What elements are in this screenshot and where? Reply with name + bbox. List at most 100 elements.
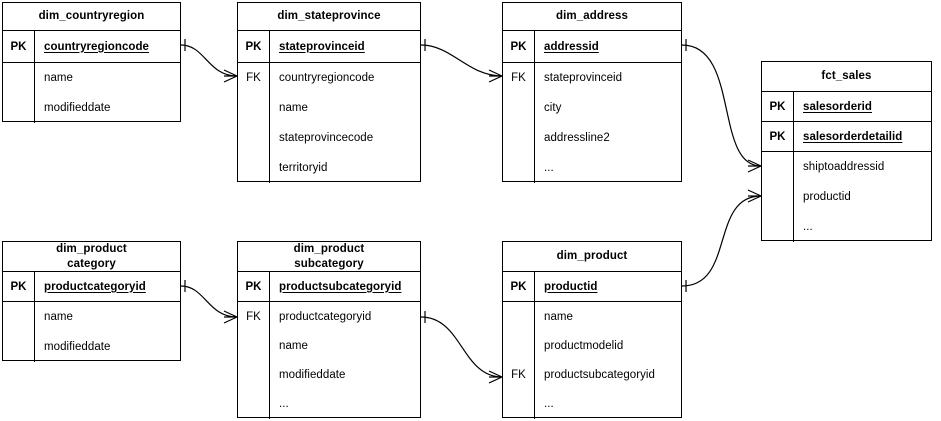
attribute-name: ... (544, 162, 554, 174)
entity-title: dim_product (503, 242, 681, 272)
key-column (3, 63, 35, 123)
key-column (762, 152, 794, 242)
key-column: FK (238, 302, 270, 419)
relationship-line (420, 44, 503, 77)
attribute-name: name (44, 72, 73, 84)
key-badge (503, 390, 534, 419)
cardinality-many-marker (223, 310, 238, 324)
relationship-line (180, 285, 238, 318)
attribute-name: stateprovinceid (279, 40, 365, 53)
key-badge (762, 152, 793, 182)
attribute-name: productmodelid (544, 339, 624, 352)
key-badge: FK (511, 369, 526, 382)
cardinality-many-marker (488, 69, 503, 83)
key-badge (238, 93, 269, 123)
attribute-name: modifieddate (279, 369, 346, 382)
attribute-name: addressline2 (544, 132, 610, 144)
key-badge: PK (503, 31, 535, 62)
attribute-name: name (279, 102, 308, 114)
relationship-productcategory-to-subcategory (180, 280, 238, 324)
entity-title: dim_address (503, 3, 681, 31)
entity-title: dim_product category (3, 242, 180, 272)
key-badge (238, 153, 269, 183)
key-badge (3, 93, 34, 123)
relationship-countryregion-to-stateprovince (180, 39, 238, 83)
attribute-name: name (279, 339, 308, 352)
key-badge: PK (503, 272, 535, 301)
key-badge (238, 390, 269, 419)
key-badge (503, 331, 534, 360)
key-badge: PK (3, 31, 35, 62)
key-badge (762, 182, 793, 212)
attribute-name: city (544, 102, 562, 114)
attribute-name: modifieddate (44, 102, 111, 114)
relationship-address-to-fctsales (681, 39, 762, 173)
entity-title: dim_stateprovince (238, 3, 420, 31)
key-badge (3, 63, 34, 93)
relationship-line (420, 316, 503, 378)
key-badge: PK (762, 92, 794, 121)
key-badge (238, 361, 269, 390)
attribute-name: ... (279, 398, 289, 411)
relationship-product-to-fctsales (681, 189, 762, 292)
key-badge (503, 153, 534, 183)
attribute-name: name (44, 311, 73, 323)
key-column: FK (503, 302, 535, 419)
relationship-line (681, 195, 762, 287)
key-badge: PK (3, 272, 35, 301)
attribute-row-key[interactable]: PK addressid (503, 31, 681, 63)
key-badge: PK (238, 31, 270, 62)
key-badge (238, 331, 269, 360)
attribute-name: addressid (544, 40, 599, 53)
key-badge: FK (246, 310, 261, 323)
key-badge (503, 93, 534, 123)
key-badge: PK (762, 122, 794, 151)
key-badge (3, 302, 34, 332)
attribute-name: stateprovinceid (544, 72, 623, 84)
name-column: name modifieddate (35, 302, 180, 362)
attribute-name: territoryid (279, 162, 328, 174)
attribute-name: stateprovincecode (279, 132, 374, 144)
attribute-name: modifieddate (44, 341, 111, 353)
relationship-line (180, 44, 238, 77)
attribute-body-block: name modifieddate (3, 63, 180, 123)
attribute-name: countryregioncode (279, 72, 375, 84)
attribute-name: ... (544, 398, 554, 411)
key-column: FK (238, 63, 270, 183)
entity-title: fct_sales (762, 62, 931, 92)
attribute-row-key[interactable]: PK salesorderid (762, 92, 931, 122)
attribute-row-key[interactable]: PK stateprovinceid (238, 31, 420, 63)
key-badge (3, 332, 34, 362)
attribute-name: name (544, 310, 573, 323)
entity-title: dim_product subcategory (238, 242, 420, 272)
cardinality-many-marker (747, 189, 762, 203)
name-column: countryregioncode name stateprovincecode te… (270, 63, 420, 183)
attribute-name: shiptoaddressid (803, 161, 885, 173)
attribute-name: salesorderid (803, 100, 872, 113)
